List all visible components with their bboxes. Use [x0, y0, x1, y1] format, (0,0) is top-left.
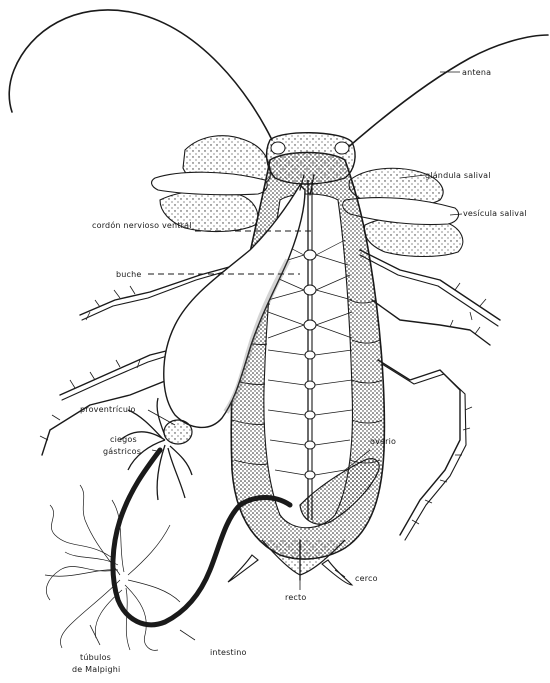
label-tubulos-malpighi-2: de Malpighi: [72, 665, 120, 674]
abdomen-tip: [262, 540, 345, 580]
label-ovario: ovario: [370, 437, 396, 446]
label-glandula-salival: glándula salival: [425, 171, 491, 180]
label-antena: antena: [462, 68, 491, 77]
label-cordon-nervioso-ventral: cordón nervioso ventral: [92, 220, 192, 230]
label-ciegos-gastricos-2: gástricos: [103, 447, 141, 456]
label-ciegos-gastricos-1: ciegos: [110, 435, 137, 444]
label-vesicula-salival: vesícula salival: [463, 209, 527, 218]
antenna-right: [345, 35, 548, 150]
proventriculus: [164, 420, 192, 444]
label-proventriculo: proventrículo: [80, 405, 136, 414]
antenna-left: [9, 10, 272, 140]
label-recto: recto: [285, 593, 306, 602]
label-intestino: intestino: [210, 648, 247, 657]
insect-head: [267, 133, 356, 184]
label-cerco: cerco: [355, 574, 378, 583]
label-buche: buche: [116, 270, 142, 279]
label-tubulos-malpighi-1: túbulos: [80, 653, 111, 662]
